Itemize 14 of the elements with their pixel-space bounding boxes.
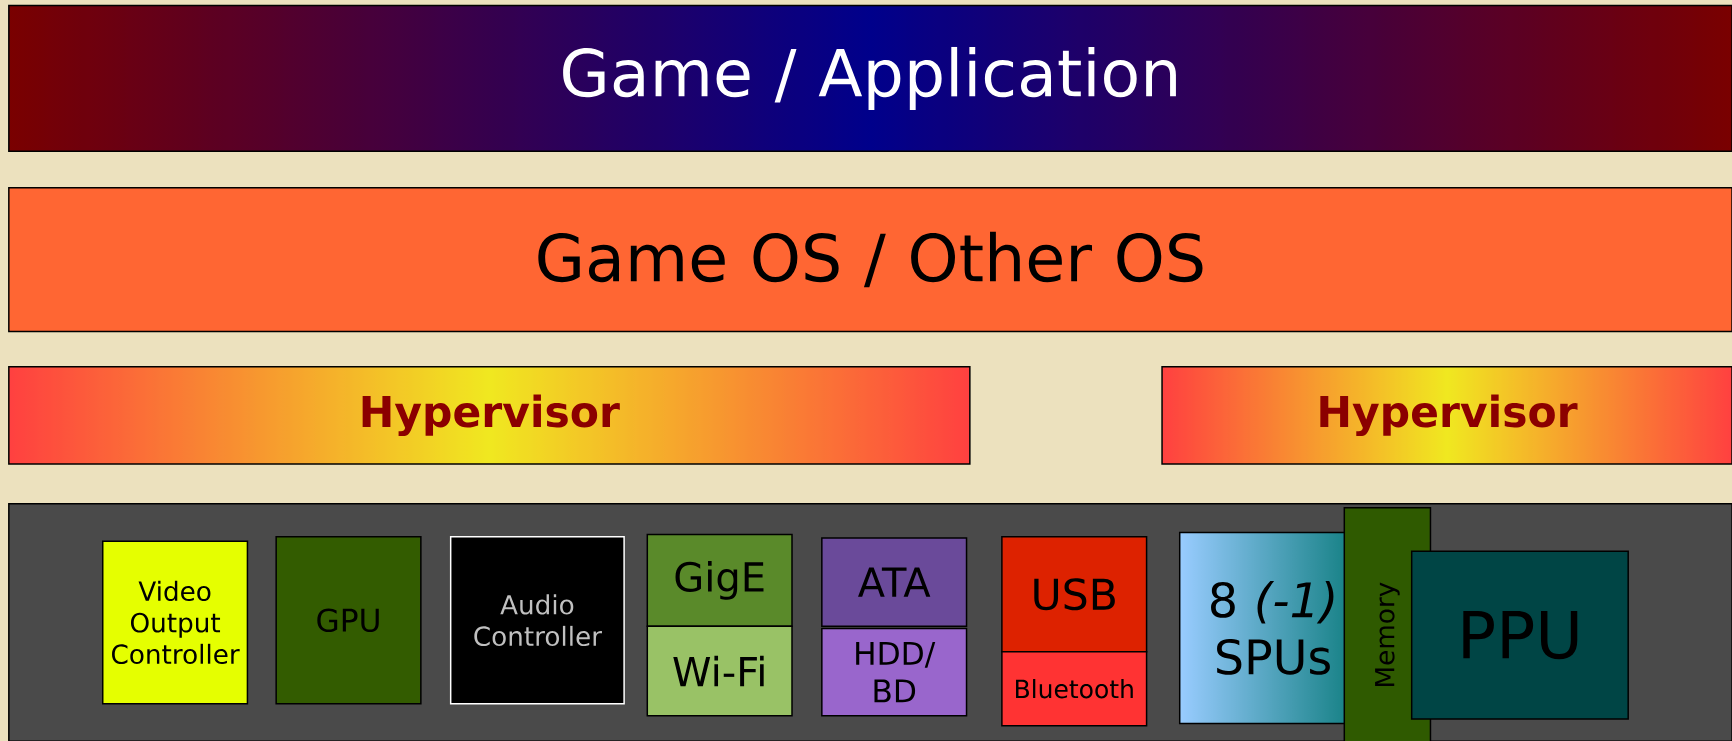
hypervisor-band: Hypervisor — [8, 365, 971, 465]
component-box: Wi-Fi — [646, 625, 793, 717]
processor-block: PPU — [1410, 550, 1629, 720]
component-box: Bluetooth — [1001, 650, 1148, 727]
component-box: ATA — [821, 537, 968, 628]
component-box: USB — [1001, 536, 1148, 653]
application-layer-band: Game / Application — [8, 4, 1732, 153]
component-box: Audio Controller — [449, 536, 625, 705]
component-box: GigE — [646, 533, 793, 628]
component-box: HDD/ BD — [821, 627, 968, 717]
os-layer-band: Game OS / Other OS — [8, 187, 1732, 333]
component-box: Video Output Controller — [102, 540, 249, 705]
component-box: GPU — [275, 536, 422, 705]
hypervisor-band: Hypervisor — [1161, 365, 1732, 465]
